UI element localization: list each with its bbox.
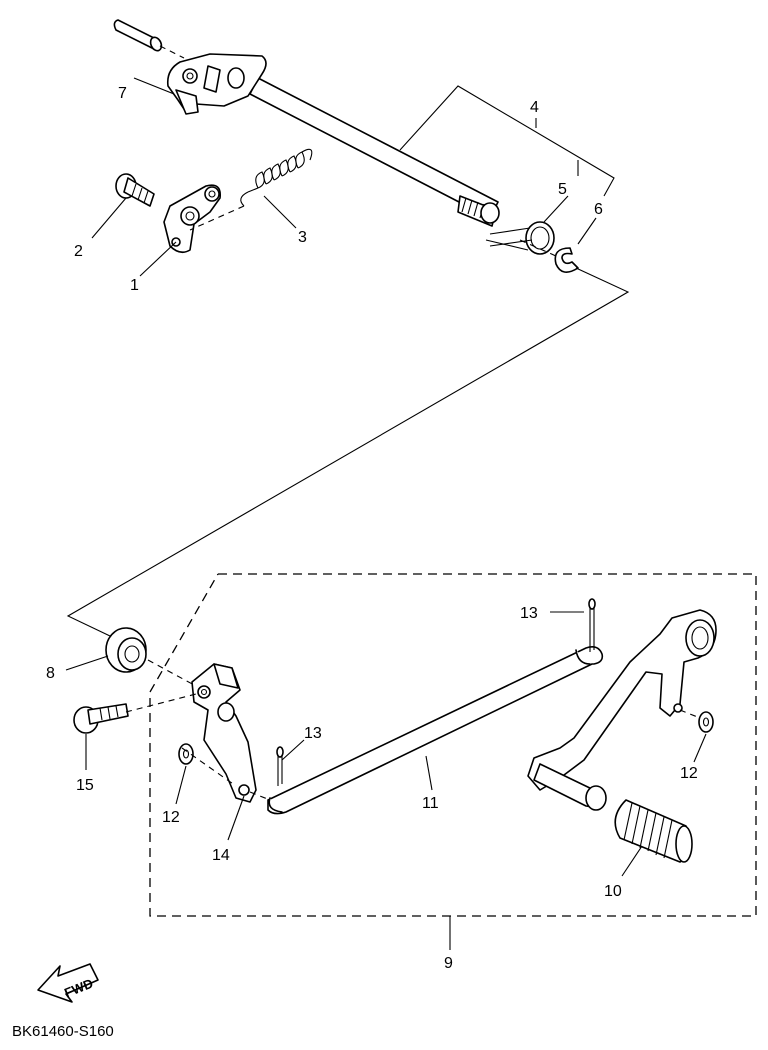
part-3-spring bbox=[240, 148, 313, 207]
part-6-circlip bbox=[554, 247, 579, 273]
shaft-connection-line bbox=[66, 267, 630, 637]
part-11-shift-rod bbox=[267, 646, 604, 815]
part-10-pedal-rubber bbox=[614, 799, 693, 863]
callout-5: 5 bbox=[558, 181, 567, 198]
callout-12-left: 12 bbox=[162, 809, 180, 826]
callout-15: 15 bbox=[76, 777, 94, 794]
callout-8: 8 bbox=[46, 665, 55, 682]
fwd-arrow-icon: FWD bbox=[37, 963, 99, 1003]
callout-2: 2 bbox=[74, 243, 83, 260]
part-13-cotter-pin-b bbox=[276, 746, 284, 786]
part-14-shift-arm bbox=[191, 663, 257, 803]
part-12-washer-b bbox=[698, 711, 714, 733]
callout-13-left: 13 bbox=[304, 725, 322, 742]
part-1-stopper-lever bbox=[163, 184, 222, 254]
part-8-oil-seal bbox=[105, 627, 147, 673]
alignment-lines bbox=[125, 45, 701, 801]
assembly-9-boundary bbox=[149, 573, 757, 917]
callout-11: 11 bbox=[422, 795, 439, 812]
callout-13-right: 13 bbox=[520, 605, 538, 622]
callout-4: 4 bbox=[530, 99, 539, 116]
callout-7: 7 bbox=[118, 85, 127, 102]
part-15-bolt bbox=[73, 703, 129, 734]
part-5-torsion-spring bbox=[485, 221, 555, 255]
callout-14: 14 bbox=[212, 847, 230, 864]
part-2-bolt bbox=[115, 173, 155, 207]
callout-12-right: 12 bbox=[680, 765, 698, 782]
callout-3: 3 bbox=[298, 229, 307, 246]
part-7-pin bbox=[113, 19, 163, 52]
catalog-code: BK61460-S160 bbox=[12, 1023, 114, 1040]
part-4-shift-shaft bbox=[166, 53, 500, 227]
callout-6: 6 bbox=[594, 201, 603, 218]
leader-lines bbox=[65, 77, 707, 950]
callout-1: 1 bbox=[130, 277, 139, 294]
part-13-cotter-pin-a bbox=[588, 598, 596, 652]
callout-10: 10 bbox=[604, 883, 622, 900]
part-9-shift-pedal bbox=[527, 609, 717, 811]
callout-9: 9 bbox=[444, 955, 453, 972]
part-12-washer-a bbox=[178, 743, 194, 765]
